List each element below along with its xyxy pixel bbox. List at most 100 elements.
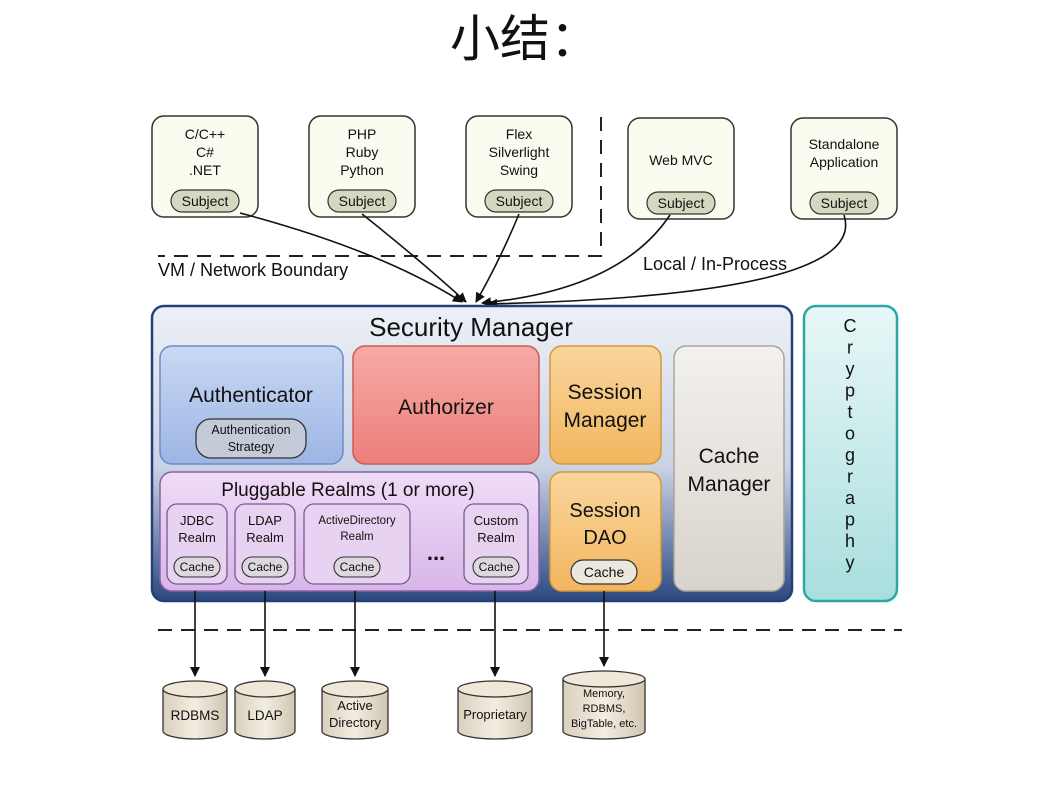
session-dao-label: DAO bbox=[583, 527, 626, 549]
authenticator-label: Authenticator bbox=[189, 384, 313, 407]
realm-label: Realm bbox=[246, 530, 284, 545]
datastore-memory: Memory, RDBMS, BigTable, etc. bbox=[562, 670, 646, 740]
authenticator-box: Authenticator Authentication Strategy bbox=[159, 345, 344, 465]
network-boundary-line bbox=[158, 117, 602, 257]
datastore-label: BigTable, etc. bbox=[571, 718, 637, 730]
cache-badge-label: Cache bbox=[340, 560, 375, 574]
session-dao-box: Session DAO Cache bbox=[549, 471, 662, 592]
datastore-label: Memory, bbox=[583, 688, 625, 700]
cryptography-letter: t bbox=[847, 402, 852, 422]
client-label: PHP bbox=[348, 126, 377, 142]
pluggable-realms-title: Pluggable Realms (1 or more) bbox=[221, 480, 474, 501]
client-label: .NET bbox=[189, 162, 221, 178]
authentication-strategy-badge bbox=[195, 418, 307, 459]
slide-title: 小结： bbox=[450, 10, 600, 68]
cryptography-letter: y bbox=[846, 553, 855, 573]
client-label: Application bbox=[810, 154, 879, 170]
cache-badge bbox=[333, 556, 381, 578]
client-label: C# bbox=[196, 144, 214, 160]
client-box-web-mvc: Web MVC Subject bbox=[627, 117, 735, 220]
datastore-arrows bbox=[190, 591, 609, 677]
cryptography-letter: a bbox=[845, 488, 856, 508]
datastore-label: RDBMS bbox=[171, 708, 220, 723]
security-manager-title: Security Manager bbox=[369, 312, 573, 342]
subject-badge bbox=[327, 189, 397, 213]
pluggable-realms-box: Pluggable Realms (1 or more) JDBC Realm … bbox=[159, 471, 540, 592]
cache-badge bbox=[472, 556, 520, 578]
client-label: C/C++ bbox=[185, 126, 225, 142]
arrow-standalone bbox=[487, 214, 847, 309]
session-manager-label: Session bbox=[568, 381, 643, 404]
cache-badge bbox=[173, 556, 221, 578]
realm-label: Realm bbox=[477, 530, 515, 545]
cryptography-letter: p bbox=[845, 510, 855, 530]
session-manager-box: Session Manager bbox=[549, 345, 662, 465]
cache-badge bbox=[570, 559, 638, 585]
client-label: Python bbox=[340, 162, 384, 178]
datastore-ldap: LDAP bbox=[234, 680, 296, 740]
authorizer-label: Authorizer bbox=[398, 396, 494, 419]
arrow-php bbox=[361, 213, 467, 303]
local-process-label: Local / In-Process bbox=[643, 254, 787, 274]
client-label: Swing bbox=[500, 162, 538, 178]
subject-badge bbox=[809, 191, 879, 215]
security-manager: Security Manager Authenticator Authentic… bbox=[150, 304, 794, 603]
cryptography-letter: C bbox=[844, 316, 857, 336]
client-box-standalone: Standalone Application Subject bbox=[790, 117, 898, 220]
session-manager-label: Manager bbox=[564, 409, 647, 432]
subject-badge-label: Subject bbox=[821, 195, 868, 211]
client-box-php: PHP Ruby Python Subject bbox=[308, 115, 416, 218]
realm-label: JDBC bbox=[180, 513, 214, 528]
arrow-flex bbox=[475, 213, 520, 303]
client-label: Ruby bbox=[346, 144, 379, 160]
realm-jdbc: JDBC Realm Cache bbox=[166, 503, 228, 585]
realm-active-directory: ActiveDirectory Realm Cache bbox=[303, 503, 411, 585]
client-label: Standalone bbox=[809, 136, 880, 152]
client-box-cpp: C/C++ C# .NET Subject bbox=[151, 115, 259, 218]
client-arrows bbox=[239, 212, 847, 309]
realms-ellipsis: ... bbox=[427, 540, 445, 565]
network-boundary-label: VM / Network Boundary bbox=[158, 260, 348, 280]
client-box-flex: Flex Silverlight Swing Subject bbox=[465, 115, 573, 218]
datastore-label: Active bbox=[337, 698, 372, 713]
realm-label: Custom bbox=[474, 513, 519, 528]
datastore-active-directory: Active Directory bbox=[321, 680, 389, 740]
subject-badge-label: Subject bbox=[182, 193, 229, 209]
cryptography-letter: h bbox=[845, 531, 855, 551]
authentication-strategy-label: Strategy bbox=[228, 440, 275, 454]
realm-label: Realm bbox=[178, 530, 216, 545]
client-label: Web MVC bbox=[649, 152, 713, 168]
datastore-label: RDBMS, bbox=[583, 703, 626, 715]
datastore-rdbms: RDBMS bbox=[162, 680, 228, 740]
arrow-web-mvc bbox=[481, 214, 671, 308]
cache-badge bbox=[241, 556, 289, 578]
cache-badge-label: Cache bbox=[584, 564, 625, 580]
realm-label: LDAP bbox=[248, 513, 282, 528]
authentication-strategy-label: Authentication bbox=[211, 423, 290, 437]
datastore-label: LDAP bbox=[247, 708, 282, 723]
cache-manager-label: Manager bbox=[688, 473, 771, 496]
client-label: Flex bbox=[506, 126, 532, 142]
cache-manager-box: Cache Manager bbox=[673, 345, 785, 592]
realm-label: Realm bbox=[340, 531, 373, 543]
cryptography-letter: o bbox=[845, 424, 855, 444]
datastore-label: Directory bbox=[329, 715, 382, 730]
realm-custom: Custom Realm Cache bbox=[463, 503, 529, 585]
subject-badge-label: Subject bbox=[339, 193, 386, 209]
cache-manager-label: Cache bbox=[699, 445, 760, 468]
datastore-proprietary: Proprietary bbox=[457, 680, 533, 740]
realm-label: ActiveDirectory bbox=[318, 515, 396, 527]
subject-badge bbox=[170, 189, 240, 213]
subject-badge-label: Subject bbox=[496, 193, 543, 209]
cache-badge-label: Cache bbox=[479, 560, 514, 574]
authorizer-box: Authorizer bbox=[352, 345, 540, 465]
subject-badge bbox=[646, 191, 716, 215]
cache-badge-label: Cache bbox=[248, 560, 283, 574]
realm-ldap: LDAP Realm Cache bbox=[234, 503, 296, 585]
subject-badge bbox=[484, 189, 554, 213]
cryptography-letter: y bbox=[846, 359, 855, 379]
cryptography-letter: r bbox=[847, 467, 853, 487]
